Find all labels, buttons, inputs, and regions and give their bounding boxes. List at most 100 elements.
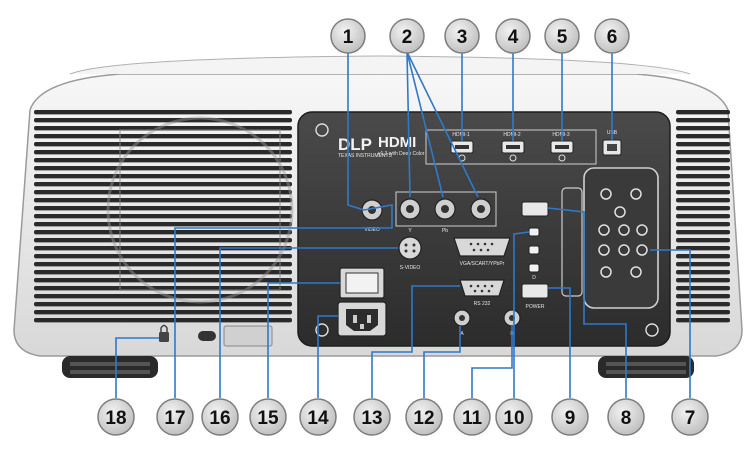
vent-slat [34,222,292,227]
status-indicators: D [528,227,540,281]
vent-slat [676,166,730,171]
control-buttons: POWER [521,201,549,310]
vent-slat [34,190,292,195]
svg-text:HDMI-3: HDMI-3 [552,132,569,138]
vent-slat [676,318,730,323]
vent-slat [676,110,730,115]
ac-power-inlet [337,301,387,337]
svg-text:VIDEO: VIDEO [364,227,380,233]
svg-text:D: D [532,275,536,281]
svg-text:13: 13 [361,408,382,429]
callout-5: 5 [544,18,580,54]
svg-text:5: 5 [557,27,568,48]
svg-text:HDMI-1: HDMI-1 [452,132,469,138]
callout-2: 2 [389,18,425,54]
vent-slat [34,318,292,323]
vent-slat [34,246,292,251]
vent-slat [676,174,730,179]
vent-slat [34,150,292,155]
callout-3: 3 [444,18,480,54]
rs232-port: RS 232 [459,279,505,307]
dlp-logo: DLP TEXAS INSTRUMENTS [338,135,393,159]
vent-slat [676,222,730,227]
callout-14: 14 [299,398,337,436]
svg-text:POWER: POWER [526,304,545,310]
svg-text:Pb: Pb [442,228,448,234]
vent-slat [34,310,292,315]
vent-slat [676,302,730,307]
vent-slat [676,230,730,235]
vent-slat [34,294,292,299]
vent-slat [676,262,730,267]
power-switch [339,267,385,299]
vent-slat [34,158,292,163]
svg-text:18: 18 [105,408,126,429]
vent-slat [676,278,730,283]
cooling-fan [106,116,294,304]
callout-6: 6 [594,18,630,54]
security-bar-slot [198,325,273,347]
svg-text:HDMI-2: HDMI-2 [503,132,520,138]
vent-slat [34,230,292,235]
vent-slat [676,142,730,147]
callout-10: 10 [495,398,533,436]
vent-slat [676,238,730,243]
callout-13: 13 [353,398,391,436]
vent-slat [34,214,292,219]
vent-slat [34,302,292,307]
vent-slat [34,174,292,179]
svg-text:VGA/SCART/YPbPr: VGA/SCART/YPbPr [460,261,505,267]
vent-slat [676,198,730,203]
s-video-port: S-VIDEO [398,236,422,271]
vent-slat [34,278,292,283]
svg-text:14: 14 [307,408,329,429]
io-panel [297,111,671,347]
svg-text:16: 16 [209,408,230,429]
vent-slat [676,190,730,195]
svg-text:12: 12 [413,408,434,429]
vent-slat [676,182,730,187]
hdmi-1-port: HDMI-1 [450,132,474,162]
vent-slat [676,118,730,123]
callout-9: 9 [551,398,589,436]
callout-18: 18 [97,398,135,436]
callout-17: 17 [156,398,194,436]
svg-text:Y: Y [408,228,412,234]
vent-slat [34,206,292,211]
vent-slat [34,182,292,187]
vent-slat [34,262,292,267]
vent-slat [34,166,292,171]
vga-port: VGA/SCART/YPbPr [453,237,511,267]
vent-slat [34,110,292,115]
svg-text:v1.3 with Deep Color: v1.3 with Deep Color [378,151,425,157]
vent-slat [676,134,730,139]
svg-text:15: 15 [257,408,279,429]
svg-text:9: 9 [565,408,576,429]
svg-text:2: 2 [402,27,413,48]
svg-text:DLP: DLP [338,135,372,154]
vent-slat [676,126,730,131]
vent-slat [676,150,730,155]
callout-leader-lines [115,51,691,398]
callout-12: 12 [405,398,443,436]
vent-slat [676,206,730,211]
hdmi-2-port: HDMI-2 [501,132,525,162]
vent-slat [34,134,292,139]
vent-slat [34,142,292,147]
svg-text:8: 8 [621,408,632,429]
vent-slat [34,198,292,203]
component-video-jacks: Y Pb [395,191,497,234]
bottom-callouts: 18 17 16 15 14 13 12 11 10 9 8 7 [97,398,709,436]
svg-text:S-VIDEO: S-VIDEO [400,265,421,271]
svg-text:17: 17 [164,408,185,429]
callout-4: 4 [495,18,531,54]
adjustable-feet [62,356,694,378]
vent-slat [676,286,730,291]
vent-slat [676,294,730,299]
vent-slat [34,118,292,123]
callout-1: 1 [330,18,366,54]
callout-15: 15 [249,398,287,436]
kensington-lock-icon [159,324,169,342]
